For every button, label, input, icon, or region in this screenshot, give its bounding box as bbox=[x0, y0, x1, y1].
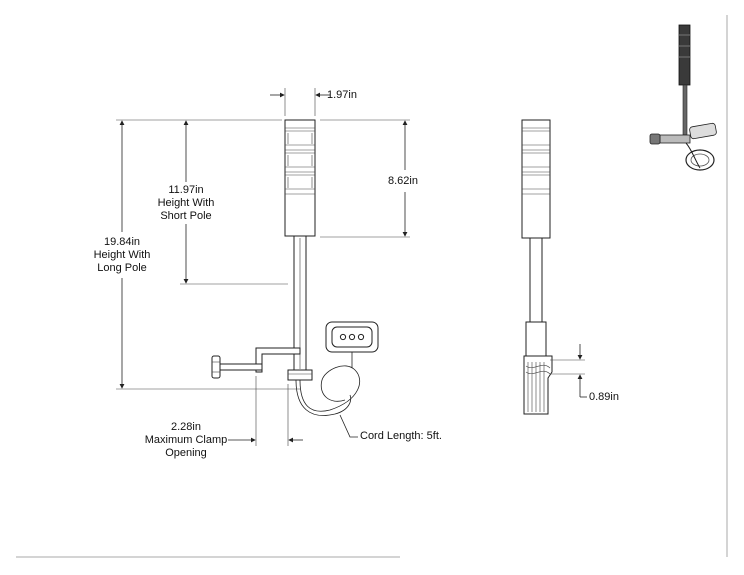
dim-long-pole-line1: Height With bbox=[93, 249, 151, 261]
clamp-side bbox=[525, 321, 547, 357]
dim-top-width: 1.97in bbox=[327, 89, 357, 101]
signal-tower-head bbox=[284, 119, 316, 237]
signal-tower-head-side bbox=[521, 119, 551, 239]
dim-clamp-line1: Maximum Clamp bbox=[144, 434, 228, 446]
cord bbox=[299, 365, 361, 412]
dim-long-pole-value: 19.84in bbox=[103, 236, 141, 248]
dim-clamp-opening: 2.28in Maximum Clamp Opening bbox=[138, 421, 234, 460]
dim-side-gap: 0.89in bbox=[589, 391, 619, 403]
button-icon bbox=[339, 333, 347, 341]
clamp-knob bbox=[211, 355, 221, 379]
dim-short-pole-value: 11.97in bbox=[168, 184, 204, 196]
dim-lamp-height: 8.62in bbox=[388, 175, 418, 187]
dim-short-pole-line2: Short Pole bbox=[160, 210, 212, 222]
cord-length-label: Cord Length: 5ft. bbox=[360, 430, 442, 442]
clamp-body bbox=[255, 347, 301, 373]
dim-long-pole: 19.84in Height With Long Pole bbox=[84, 236, 160, 275]
dim-short-pole: 11.97in Height With Short Pole bbox=[148, 184, 224, 223]
button-icon bbox=[348, 333, 356, 341]
dim-clamp-value: 2.28in bbox=[171, 421, 201, 433]
dim-short-pole-line1: Height With bbox=[157, 197, 215, 209]
front-view bbox=[211, 119, 379, 416]
clamp-jaw-side bbox=[523, 355, 553, 415]
sheet-frame bbox=[16, 15, 728, 558]
pole-nut bbox=[287, 369, 313, 381]
side-view bbox=[521, 119, 587, 415]
button-icon bbox=[357, 333, 365, 341]
clamp-screw bbox=[217, 363, 263, 371]
front-dimensions bbox=[116, 88, 410, 446]
product-thumbnail bbox=[649, 24, 717, 171]
dim-clamp-line2: Opening bbox=[165, 447, 207, 459]
pole-side bbox=[529, 237, 543, 325]
dim-long-pole-line2: Long Pole bbox=[97, 262, 147, 274]
